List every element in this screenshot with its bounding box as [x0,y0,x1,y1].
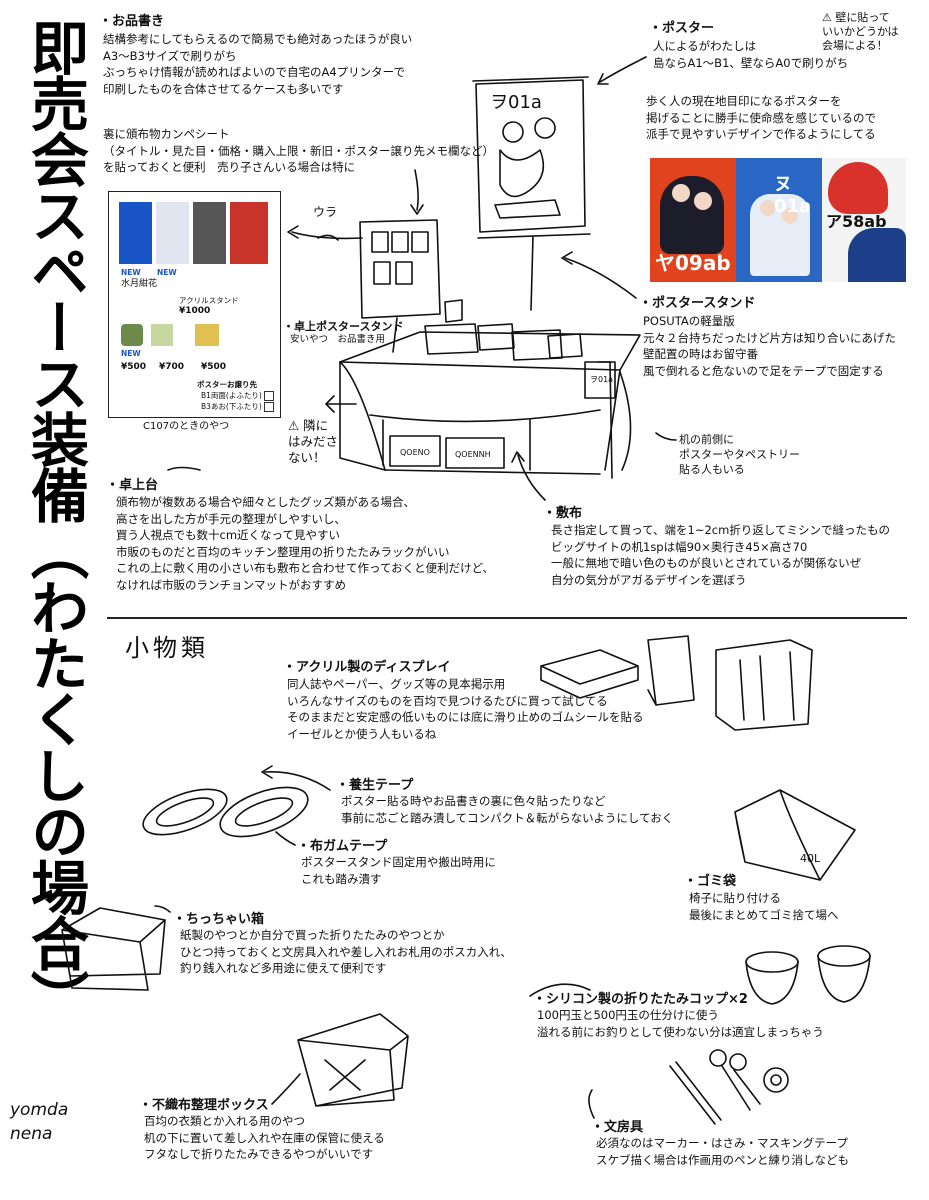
desk-poster-stand [359,219,441,319]
flyer-cover-4 [230,202,268,264]
big-poster-text: ヲ01a [490,92,542,113]
nuno-tape-body: ポスタースタンド固定用や搬出時用に これも踏み潰す [301,855,496,886]
gomi-title: ・ゴミ袋 [684,874,737,889]
poster-note: ⚠ 壁に貼って いいかどうかは 会場による！ [822,11,899,52]
hamidashi-note: ⚠ 隣に はみださ ない！ [288,418,339,465]
flyer-price-2: ¥500 [121,362,147,372]
poster-thumb-2-label: ヌ01a [774,174,812,217]
takujoudai-title: ・卓上台 [106,478,159,493]
nonwoven-box-title: ・不織布整理ボックス [139,1098,269,1113]
shikifu-body: 長さ指定して買って、端を1~2cm折り返してミシンで縫ったもの ビッグサイトの机… [551,523,890,587]
poster-stand-body: POSUTAの軽量版 元々２台持ちだったけど片方は知り合いにあげた 壁配置の時は… [643,314,896,378]
acrylic-title: ・アクリル製のディスプレイ [283,660,451,675]
silicon-cup-title: ・シリコン製の折りたたみコップ×2 [533,992,748,1007]
flyer-b3: B3あお(下ふたり) [201,402,275,412]
acrylic-body: 同人誌やペーパー、グッズ等の見本掲示用 いろんなサイズのものを百均で見つけるたび… [287,677,644,741]
flyer-acrylic-stand: アクリルスタンド [179,296,239,305]
flyer-b1-label: B1両面(よふたり) [201,391,262,400]
flyer-item-2 [151,324,173,346]
flyer-item-1 [121,324,143,346]
masking-tape-icon [763,1067,789,1093]
acrylic-display-2 [647,635,695,706]
signature: yomda nena [10,1100,69,1144]
shikifu-title: ・敷布 [543,506,583,521]
flyer-cover-1 [119,202,152,264]
page-title: 即売会スペース装備（わたくしの場合） [21,18,89,1026]
c107-note: C107のときのやつ [143,421,230,432]
silicon-cup-body: 100円玉と500円玉の仕分けに使う 溢れる前にお釣りとして使わない分は適宜しま… [537,1008,824,1039]
youjou-tape-icon [142,788,228,836]
desk-label-2: QOENNH [455,450,491,459]
section-divider [107,617,907,619]
nonwoven-box-icon [297,1013,409,1107]
desk-label-1: QOENO [400,448,430,457]
poster-title: ・ポスター [649,21,715,36]
flyer-new-3: NEW [121,349,141,358]
desk-poster-stand-title: ・卓上ポスタースタンド [283,320,404,333]
flyer-b3-label: B3あお(下ふたり) [201,402,262,411]
poster-stand-title: ・ポスタースタンド [639,296,756,311]
oshinagaki-flyer: NEW NEW 水月紺花 アクリルスタンド ¥1000 NEW ¥500 ¥70… [108,191,281,418]
gomi-body: 椅子に貼り付ける 最後にまとめてゴミ捨て場へ [689,891,839,922]
acrylic-display-3 [715,639,813,731]
stationery-body: 必須なのはマーカー・はさみ・マスキングテープ スケブ描く場合は作画用のペンと練り… [596,1136,849,1167]
kura-note: ウラ [313,205,338,219]
stationery-title: ・文房具 [591,1120,644,1135]
oshinagaki-title: ・お品書き [99,14,165,29]
small-box-title: ・ちっちゃい箱 [173,912,265,927]
poster-thumb-1: ヤ09ab [650,158,736,282]
takujoudai-body: 頒布物が複数ある場合や細々としたグッズ類がある場合、 高さを出した方が手元の整理… [116,495,495,592]
trash-label: 40L [800,852,821,865]
poster-body2: 歩く人の現在地目印になるポスターを 掲げることに勝手に使命感を感じているので 派… [646,94,876,141]
stand-label: ヲ01a [590,375,613,384]
poster-thumb-2: ヌ01a [736,158,822,282]
tapestry-note: 机の前側に ポスターやタペストリー 貼る人もいる [679,433,800,476]
poster-bottom-bar [477,233,591,239]
flyer-b1: B1両面(よふたり) [201,391,275,401]
flyer-b1-checkbox [264,391,275,401]
flyer-new-2: NEW [157,268,177,277]
silicone-cup-icon-1 [745,951,799,1005]
flyer-author: 水月紺花 [121,279,158,289]
poster-stand-pole [530,235,534,311]
trash-bag-icon [734,789,856,881]
youjou-tape-body: ポスター貼る時やお品書きの裏に色々貼ったりなど 事前に芯ごと踏み潰してコンパクト… [341,794,674,825]
poster-body: 人によるがわたしは 島ならA1〜B1、壁ならA0で刷りがち [653,39,849,70]
marker-icon [669,1061,722,1125]
oshinagaki-body2: 裏に頒布物カンペシート （タイトル・見た目・価格・購入上限・新旧・ポスター譲り先… [103,127,494,174]
poster-top-bar [472,76,589,82]
youjou-tape-title: ・養生テープ [336,778,414,793]
flyer-price-1: ¥1000 [179,306,211,316]
poster-thumb-3: ア58ab [822,158,906,282]
desk-poster-stand-body: 安いやつ お品書き用 [290,334,386,345]
small-box-body: 紙製のやつとか自分で買った折りたたみのやつとか ひとつ持っておくと文房具入れや差… [180,928,512,975]
nuno-tape-title: ・布ガムテープ [297,839,388,854]
poster-thumb-3-label: ア58ab [826,212,887,231]
flyer-price-3: ¥700 [159,362,185,372]
flyer-item-3 [195,324,219,346]
komono-heading: 小物類 [125,634,209,662]
flyer-cover-2 [156,202,189,264]
flyer-new-1: NEW [121,268,141,277]
flyer-b3-checkbox [264,402,275,412]
flyer-poster-gift: ポスターお譲り先 [197,380,257,389]
nonwoven-box-body: 百均の衣類とか入れる用のやつ 机の下に置いて差し入れや在庫の保管に使える フタな… [144,1114,385,1161]
silicone-cup-icon-2 [817,945,871,1003]
oshinagaki-body: 結構参考にしてもらえるので簡易でも絶対あったほうが良い A3〜B3サイズで刷りが… [103,32,413,96]
flyer-cover-3 [193,202,226,264]
scissors-icon [709,1049,761,1111]
flyer-price-4: ¥500 [201,362,227,372]
poster-thumb-1-label: ヤ09ab [655,251,731,275]
